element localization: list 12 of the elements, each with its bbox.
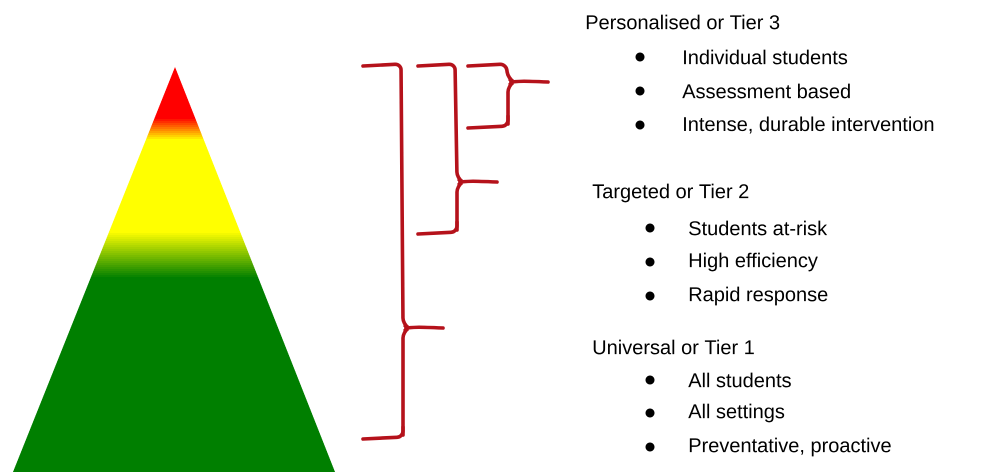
list-item: High efficiency [690, 252, 818, 272]
tier-heading: Universal or Tier 1 [594, 340, 754, 354]
tier-heading: Personalised or Tier 3 [586, 14, 780, 30]
list-item: Students at-risk [689, 220, 828, 236]
list-item: Intense, durable intervention [684, 116, 934, 134]
list-item: All students [688, 372, 791, 388]
list-item: All settings [688, 404, 784, 422]
tier-heading: Targeted or Tier 2 [592, 184, 748, 202]
list-item: Assessment based [682, 84, 850, 98]
list-item: Preventative, proactive [690, 438, 891, 456]
list-item: Individual students [684, 50, 848, 64]
list-item: Rapid response [690, 286, 828, 306]
